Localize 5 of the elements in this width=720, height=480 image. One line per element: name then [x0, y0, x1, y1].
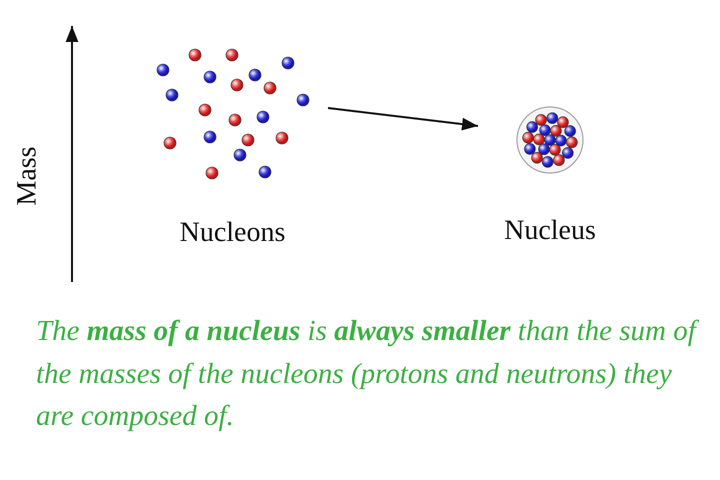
particle-label: Nucleus — [504, 215, 596, 246]
particle-label: Nucleons — [180, 217, 286, 248]
arrow — [328, 107, 478, 130]
caption-text: The mass of a nucleus is always smaller than the sum of the masses of the nucleons (protons and neutrons) they are composed of. — [36, 310, 706, 438]
axis-label: Mass — [12, 146, 44, 206]
